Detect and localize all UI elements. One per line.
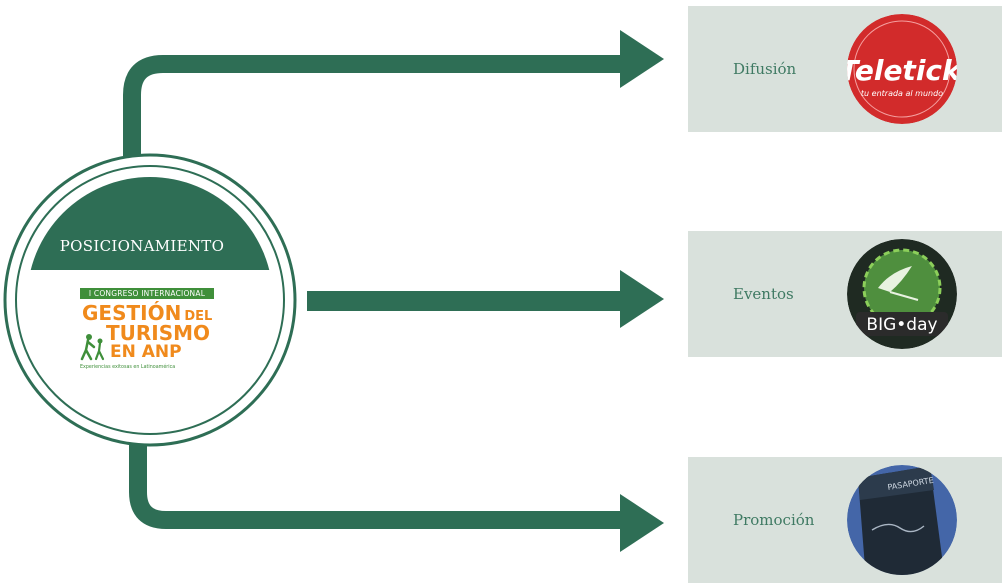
connector-top — [123, 55, 626, 170]
logo-word-turismo: TURISMO — [106, 321, 211, 345]
logo-word-en-anp: EN ANP — [110, 342, 182, 362]
hub-node — [3, 153, 297, 447]
hiker-icon — [80, 334, 105, 361]
logo-word-del: DEL — [184, 309, 213, 324]
connector-middle — [307, 291, 625, 311]
teletick-logo: Teletick tu entrada al mundo — [839, 14, 963, 124]
big-day-badge: BIG•day — [847, 239, 957, 349]
arrowhead-middle — [620, 270, 664, 328]
hub-title: POSICIONAMIENTO — [59, 237, 225, 255]
logo-word-gestion: GESTIÓN — [82, 301, 182, 325]
teletick-tagline: tu entrada al mundo — [861, 89, 943, 98]
output-label-difusion: Difusión — [733, 60, 797, 78]
arrowhead-bottom — [620, 494, 664, 552]
pasaporte-booklet: PASAPORTE — [847, 465, 957, 575]
connector-bottom — [129, 430, 626, 529]
logo-tagline: Experiencias exitosas en Latinoamérica — [80, 365, 176, 370]
logo-banner: I CONGRESO INTERNACIONAL — [80, 288, 214, 299]
output-label-eventos: Eventos — [733, 285, 794, 303]
big-day-text: BIG•day — [866, 315, 937, 335]
output-label-promocion: Promoción — [733, 511, 815, 529]
teletick-wordmark: Teletick — [839, 54, 963, 87]
arrowhead-top — [620, 30, 664, 88]
